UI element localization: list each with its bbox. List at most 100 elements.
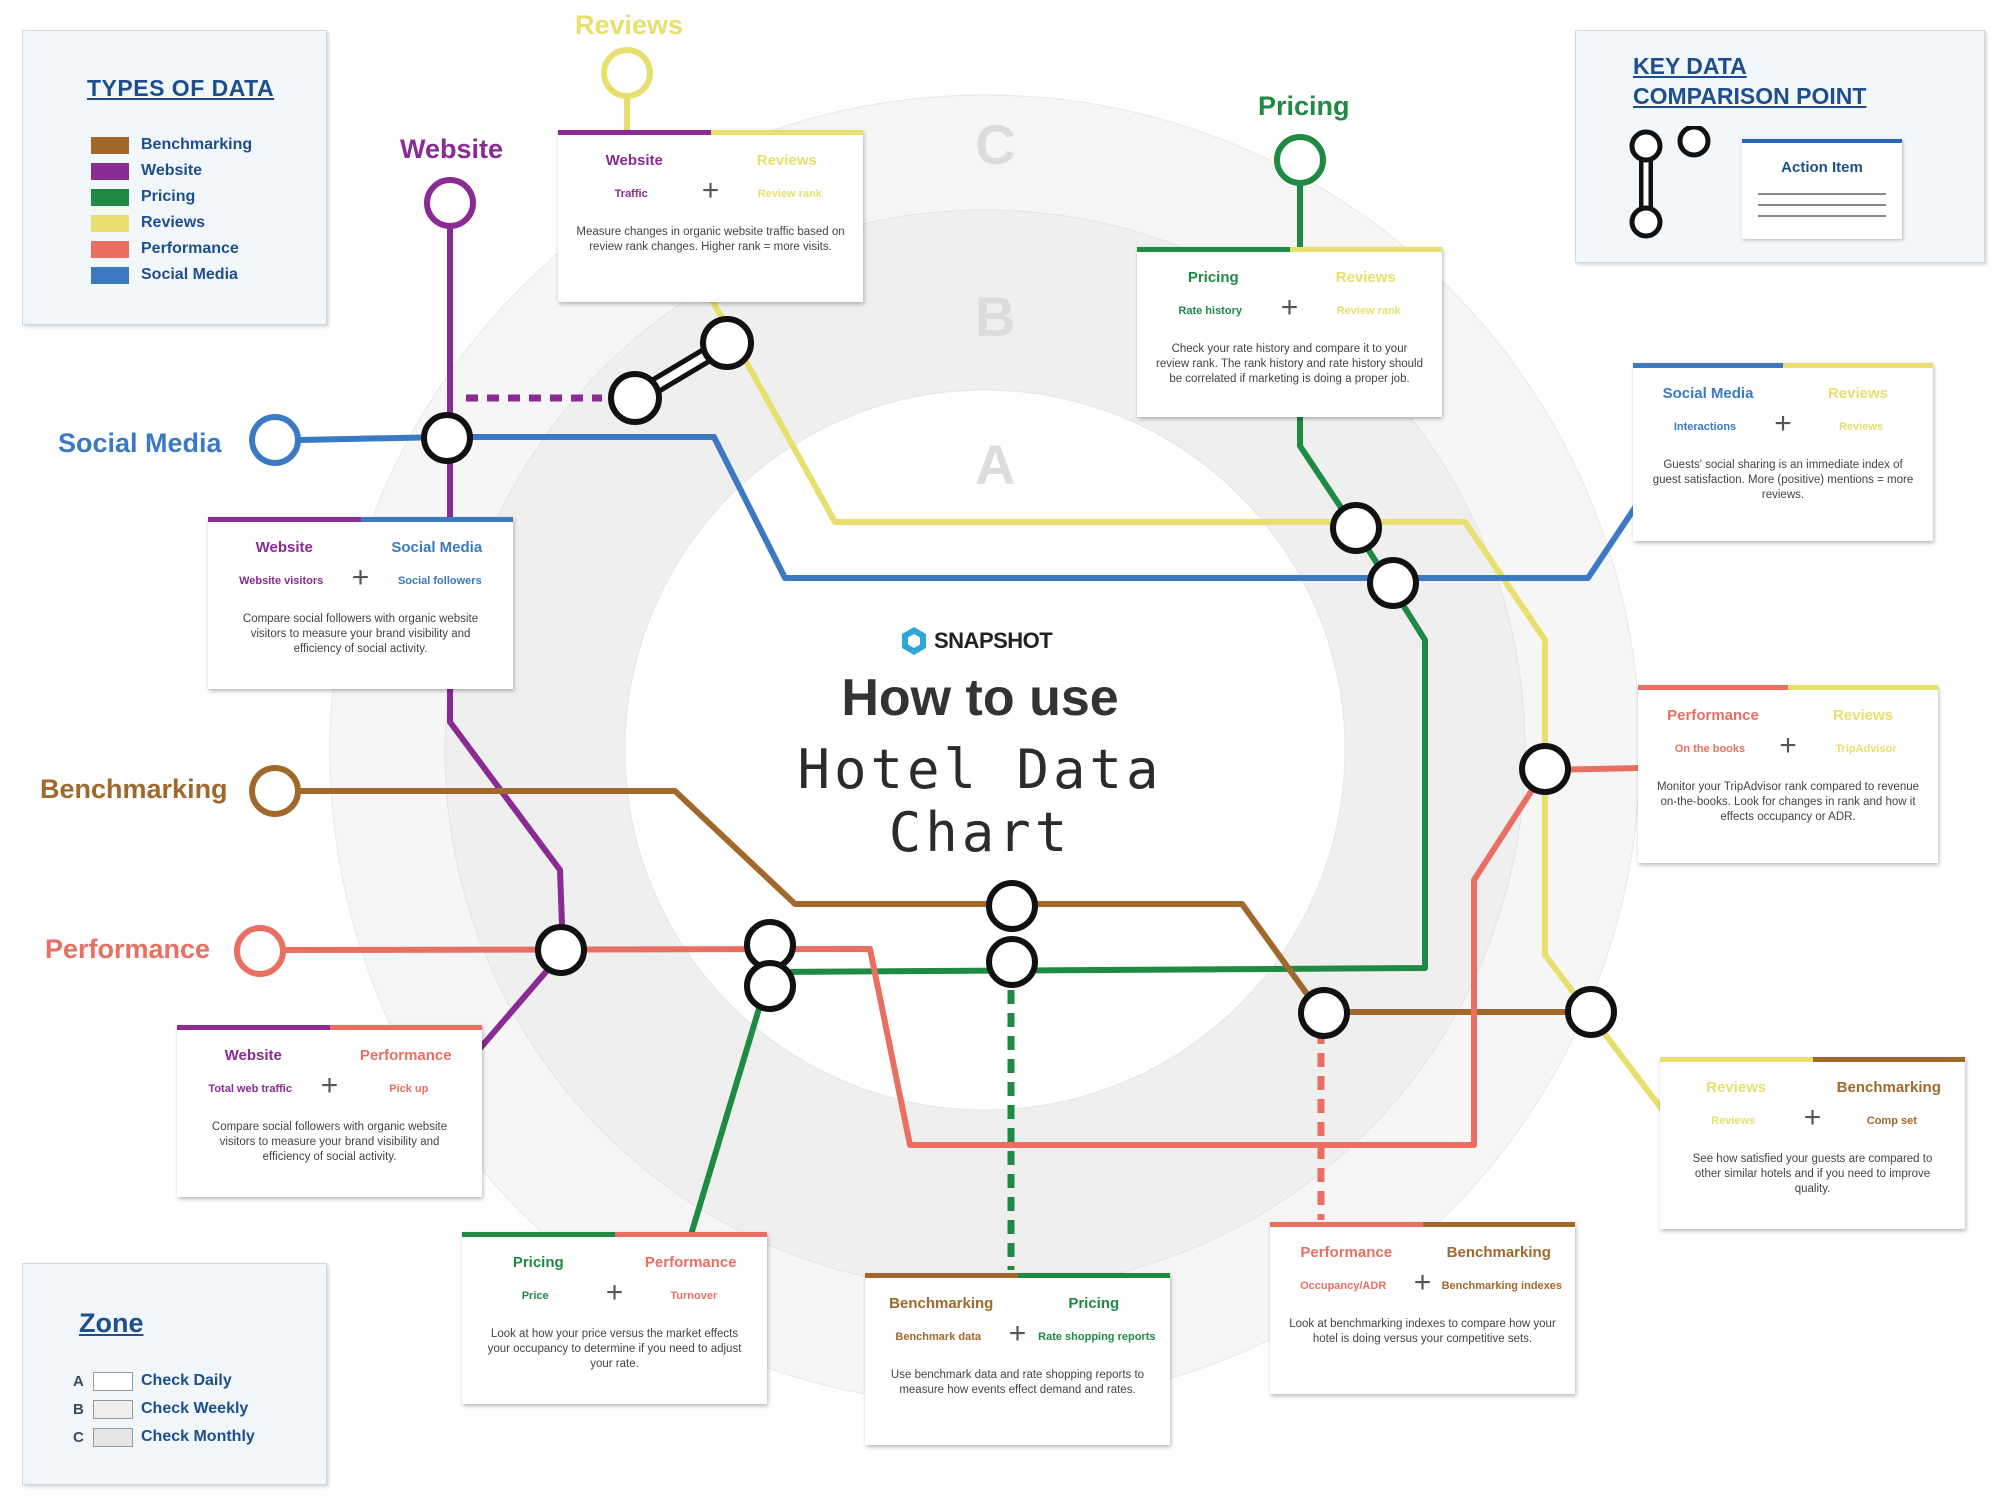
legend-label: Social Media <box>141 266 238 283</box>
label-performance: Performance <box>45 934 211 964</box>
benchmarking-terminal <box>249 765 301 817</box>
card-color-bar-left <box>1660 1057 1813 1062</box>
station-dumbbell-b <box>700 316 754 370</box>
types-of-data-title: TYPES OF DATA <box>87 75 275 101</box>
card-right-heading: Benchmarking <box>1836 1079 1941 1096</box>
action-item-line <box>1758 193 1886 195</box>
pricing-terminal <box>1274 134 1326 186</box>
card-left-metric: Benchmark data <box>895 1331 981 1343</box>
card-left-metric: Traffic <box>614 188 648 200</box>
label-website: Website <box>400 134 504 164</box>
zone-row-label: Check Daily <box>141 1372 232 1389</box>
legend-item: Benchmarking <box>91 133 252 157</box>
card-color-bar-right <box>1783 363 1933 368</box>
legend-item: Reviews <box>91 211 205 235</box>
card-description: Measure changes in organic website traff… <box>576 226 845 253</box>
card-description: Compare social followers with organic we… <box>242 613 479 655</box>
station-benchmark-pricing-a <box>986 880 1038 932</box>
card-left-metric: Interactions <box>1673 421 1737 433</box>
social-media-terminal <box>249 414 301 466</box>
zone-swatch <box>93 1427 133 1447</box>
card-color-bar-left <box>462 1232 615 1237</box>
card-description: Compare social followers with organic we… <box>211 1121 448 1163</box>
card-left-metric: Website visitors <box>239 575 324 587</box>
zone-swatch <box>93 1371 133 1391</box>
card-right-metric: Turnover <box>670 1290 718 1302</box>
card-color-bar-right <box>1788 685 1938 690</box>
zone-title: Zone <box>79 1308 144 1338</box>
label-social-media: Social Media <box>58 428 222 458</box>
action-item-card: Action Item <box>1742 139 1902 239</box>
plus-icon: + <box>605 1276 624 1309</box>
card-left-heading: Website <box>224 1047 282 1064</box>
card-right-heading: Social Media <box>391 539 483 556</box>
card-left-heading: Pricing <box>1187 269 1239 286</box>
plus-icon: + <box>1779 729 1797 762</box>
card-color-bar-left <box>1137 247 1290 252</box>
card-color-bar-right <box>1422 1222 1575 1227</box>
card-left-heading: Performance <box>1667 707 1759 724</box>
legend-label: Reviews <box>141 214 206 231</box>
zone-row-label: Check Monthly <box>141 1428 255 1445</box>
card-color-bar-right <box>1289 247 1442 252</box>
action-item-line <box>1758 204 1886 206</box>
card-color-bar-right <box>360 517 513 522</box>
card-left-heading: Pricing <box>512 1254 564 1271</box>
card-left-heading: Social Media <box>1662 385 1754 402</box>
plus-icon: + <box>320 1069 339 1102</box>
card-left-metric: Occupancy/ADR <box>1300 1280 1387 1292</box>
station-pricing-reviews <box>1330 502 1382 554</box>
legend-swatch <box>91 214 129 232</box>
station-performance-benchmarking <box>1298 987 1350 1039</box>
card-left-metric: Reviews <box>1711 1115 1756 1127</box>
card-color-bar-right <box>614 1232 767 1237</box>
legend-swatch <box>91 162 129 180</box>
card-right-heading: Benchmarking <box>1446 1244 1551 1261</box>
card-description: Monitor your TripAdvisor rank compared t… <box>1656 781 1920 823</box>
legend-label: Benchmarking <box>141 136 253 153</box>
legend-item: Social Media <box>91 263 238 287</box>
station-pricing-performance-b <box>744 960 796 1012</box>
key-data-panel: KEY DATA COMPARISON POINT Action Item <box>1575 30 1985 263</box>
card-color-bar-left <box>558 130 711 135</box>
plus-icon: + <box>1280 291 1299 324</box>
card-right-metric: Review rank <box>757 188 822 200</box>
key-data-title-line1: KEY DATA <box>1633 53 1747 79</box>
legend-label: Website <box>141 162 203 179</box>
card-color-bar-left <box>1270 1222 1423 1227</box>
card-right-metric: Rate shopping reports <box>1038 1331 1156 1343</box>
card-color-bar-left <box>1633 363 1783 368</box>
card-left-metric: Price <box>521 1290 549 1302</box>
station-pricing-social <box>1367 557 1419 609</box>
card-right-heading: Reviews <box>1832 707 1894 724</box>
legend-item: Website <box>91 159 202 183</box>
card-color-bar-left <box>865 1273 1018 1278</box>
card-right-heading: Reviews <box>756 152 817 169</box>
card-right-heading: Pricing <box>1068 1295 1120 1312</box>
zone-row-letter: C <box>73 1428 84 1446</box>
card-left-heading: Benchmarking <box>889 1295 994 1312</box>
plus-icon: + <box>1774 407 1792 440</box>
card-right-metric: Reviews <box>1838 421 1884 433</box>
brand: SNAPSHOT <box>900 626 1053 656</box>
card-right-metric: Benchmarking indexes <box>1441 1280 1563 1292</box>
card-right-metric: Pick up <box>389 1083 429 1095</box>
card-right-heading: Reviews <box>1827 385 1889 402</box>
card-right-metric: TripAdvisor <box>1835 743 1897 755</box>
page-subtitle: Hotel Data Chart <box>797 738 1163 864</box>
plus-icon: + <box>1803 1101 1822 1134</box>
card-left-metric: On the books <box>1674 743 1746 755</box>
card-right-metric: Review rank <box>1336 305 1401 317</box>
card-right-heading: Performance <box>644 1254 737 1271</box>
card-description: Look at benchmarking indexes to compare … <box>1289 1318 1556 1345</box>
card-description: Guests' social sharing is an immediate i… <box>1652 459 1914 501</box>
